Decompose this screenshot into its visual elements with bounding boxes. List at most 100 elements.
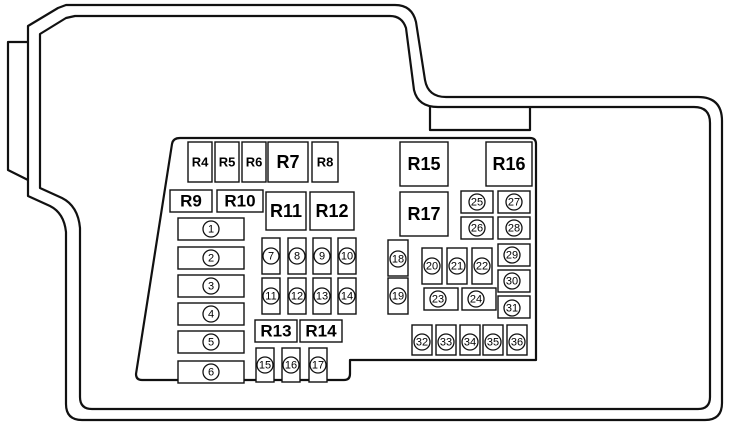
fuse-number-circle	[202, 305, 220, 323]
fuse-number-circle	[338, 287, 356, 305]
fuse-label: 34	[464, 337, 476, 349]
relay-r12: R12	[309, 191, 355, 231]
relay-r11: R11	[265, 191, 307, 231]
fuse-label: 8	[294, 251, 300, 263]
fuse-33: 33	[435, 324, 457, 356]
relay-box	[267, 141, 309, 183]
fuse-number-circle	[313, 287, 331, 305]
fuse-label: 1	[208, 224, 214, 236]
relay-label: R11	[270, 201, 302, 221]
fuse-number-circle	[202, 249, 220, 267]
relay-label: R7	[276, 152, 299, 172]
fuse-label: 2	[208, 253, 214, 265]
relay-r13: R13	[254, 319, 298, 343]
fuse-label: 28	[508, 223, 520, 235]
fuse-12: 12	[287, 277, 307, 315]
fuse-number-circle	[202, 333, 220, 351]
fuse-26: 26	[460, 216, 494, 240]
relay-label: R5	[219, 155, 236, 170]
fuse-number-circle	[288, 287, 306, 305]
fuse-label: 12	[291, 291, 303, 303]
fuse-panel-outline	[134, 136, 538, 382]
relay-label: R8	[317, 155, 334, 170]
relay-label: R10	[224, 192, 255, 211]
fuse-24: 24	[461, 287, 497, 311]
fuse-30: 30	[497, 269, 531, 293]
fuse-label: 18	[392, 254, 404, 266]
fuse-label: 9	[319, 251, 325, 263]
fuse-20: 20	[421, 247, 443, 285]
housing-inner-outline	[38, 14, 712, 411]
fuse-label: 25	[471, 197, 483, 209]
relay-label: R6	[246, 155, 263, 170]
fuse-9: 9	[312, 237, 332, 275]
fuse-5: 5	[177, 330, 245, 354]
fuse-32: 32	[411, 324, 433, 356]
relay-r17: R17	[399, 191, 449, 237]
fuse-label: 16	[285, 360, 297, 372]
fuse-number-circle	[202, 277, 220, 295]
fuse-36: 36	[506, 324, 528, 356]
relay-box	[309, 191, 355, 231]
fuse-label: 14	[341, 291, 353, 303]
fuse-35: 35	[482, 324, 504, 356]
relay-r4: R4	[187, 141, 213, 183]
fuse-number-circle	[484, 333, 502, 351]
relay-box	[187, 141, 213, 183]
fuse-label: 7	[268, 251, 274, 263]
fuse-number-circle	[468, 219, 486, 237]
relay-box	[311, 141, 339, 183]
fuse-28: 28	[497, 216, 531, 240]
fuse-number-circle	[389, 287, 407, 305]
relay-box	[265, 191, 307, 231]
relay-box	[299, 319, 343, 343]
relay-r10: R10	[216, 189, 264, 213]
relay-box	[399, 191, 449, 237]
relay-label: R12	[315, 201, 348, 221]
relay-box	[241, 141, 267, 183]
relay-r15: R15	[399, 141, 449, 187]
relay-r7: R7	[267, 141, 309, 183]
fuse-label: 21	[451, 261, 463, 273]
fuse-label: 3	[208, 281, 214, 293]
fuse-number-circle	[503, 246, 521, 264]
relay-r16: R16	[485, 141, 533, 187]
fuse-13: 13	[312, 277, 332, 315]
fuse-21: 21	[446, 247, 468, 285]
fuse-11: 11	[261, 277, 281, 315]
fuse-number-circle	[461, 333, 479, 351]
fuse-number-circle	[256, 356, 274, 374]
fuse-number-circle	[313, 247, 331, 265]
fuse-number-circle	[467, 290, 485, 308]
fuse-label: 29	[506, 250, 518, 262]
fuse-number-circle	[202, 363, 220, 381]
fuse-label: 32	[416, 337, 428, 349]
fuse-18: 18	[387, 239, 409, 277]
relay-label: R15	[407, 154, 440, 174]
fuse-17: 17	[308, 347, 328, 383]
fuse-number-circle	[505, 219, 523, 237]
fuse-label: 30	[506, 276, 518, 288]
connector-tab	[6, 40, 29, 181]
fuse-7: 7	[261, 237, 281, 275]
fuse-31: 31	[497, 295, 531, 319]
fuse-27: 27	[497, 190, 531, 214]
relay-box	[485, 141, 533, 187]
fuse-number-circle	[262, 287, 280, 305]
fuse-label: 17	[312, 360, 324, 372]
fuse-number-circle	[413, 333, 431, 351]
relay-label: R9	[180, 192, 202, 211]
fuse-number-circle	[262, 247, 280, 265]
fuse-number-circle	[338, 247, 356, 265]
fuse-2: 2	[177, 246, 245, 270]
fuse-25: 25	[460, 190, 494, 214]
fuse-number-circle	[423, 257, 441, 275]
fuse-29: 29	[497, 243, 531, 267]
fuse-number-circle	[202, 220, 220, 238]
relay-r6: R6	[241, 141, 267, 183]
fuse-label: 36	[511, 337, 523, 349]
fuse-number-circle	[429, 290, 447, 308]
fuse-label: 13	[316, 291, 328, 303]
fuse-22: 22	[471, 247, 493, 285]
relay-label: R16	[492, 154, 525, 174]
